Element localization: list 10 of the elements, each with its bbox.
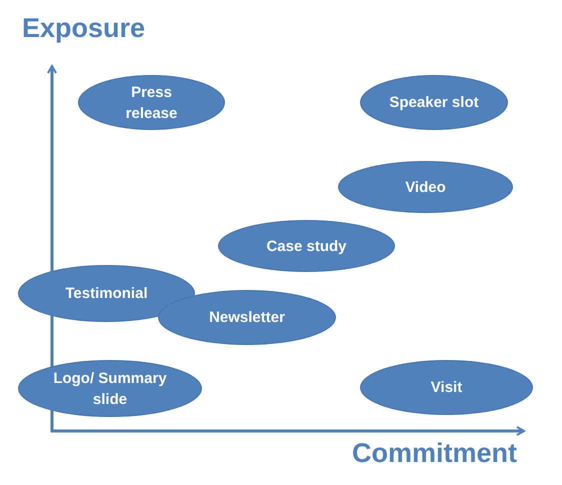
node-label: Logo/ Summary slide (52, 368, 168, 410)
node-label: Visit (430, 378, 464, 398)
node-label: Newsletter (208, 308, 286, 328)
axis-title: Commitment (352, 438, 518, 469)
node-label: Case study (265, 236, 348, 256)
axis-title: Exposure (22, 13, 146, 44)
node-label: Testimonial (64, 284, 149, 304)
node-label: Video (404, 178, 447, 198)
node-label: Speaker slot (389, 93, 479, 113)
node-label: Press release (124, 82, 178, 124)
